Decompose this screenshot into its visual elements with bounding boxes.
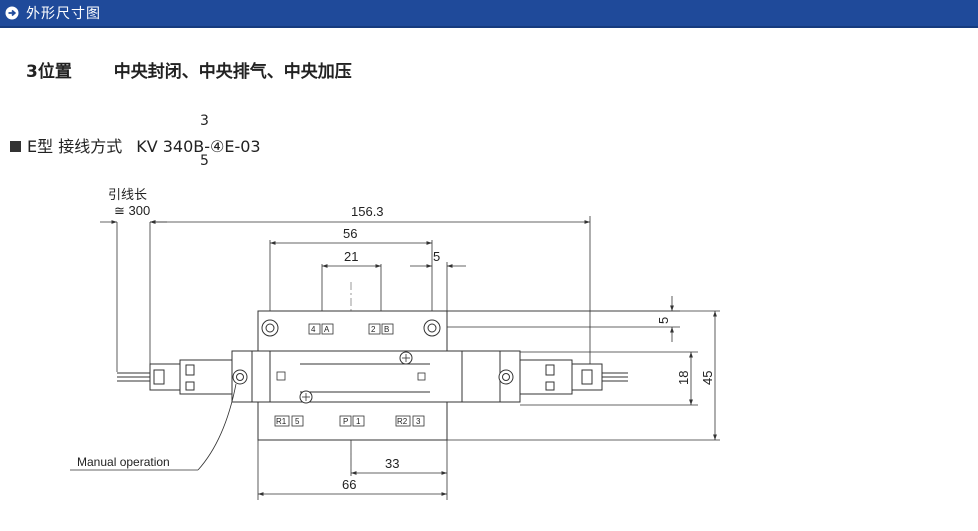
section-header: 外形尺寸图 xyxy=(0,0,978,28)
square-bullet-icon xyxy=(10,141,21,152)
lead-length-value: ≅ 300 xyxy=(114,203,150,218)
port-b-label: B xyxy=(384,325,389,334)
dim-width-21: 21 xyxy=(344,249,358,264)
model-prefix: KV xyxy=(136,137,158,156)
dim-width-66: 66 xyxy=(342,477,356,492)
port-a-number: 4 xyxy=(311,325,316,334)
port-r2-number: 3 xyxy=(416,417,421,426)
model-subscript: 5 xyxy=(200,153,209,169)
wiring-type-label: E型 接线方式 xyxy=(27,137,123,156)
dim-height-5: 5 xyxy=(656,317,671,324)
manual-operation-label: Manual operation xyxy=(77,455,170,469)
port-p-number: 1 xyxy=(356,417,361,426)
dim-height-18: 18 xyxy=(676,371,691,385)
dim-width-56: 56 xyxy=(343,226,357,241)
valve-position-title: 3位置 中央封闭、中央排气、中央加压 xyxy=(26,57,352,82)
arrow-right-circle-icon xyxy=(4,5,20,21)
port-r2-label: R2 xyxy=(397,417,408,426)
dim-overall-length: 156.3 xyxy=(351,204,384,219)
port-r1-number: 5 xyxy=(295,417,300,426)
port-r1-label: R1 xyxy=(276,417,287,426)
position-count: 3位置 xyxy=(26,62,72,82)
section-title: 外形尺寸图 xyxy=(26,6,101,22)
dim-height-45: 45 xyxy=(700,371,715,385)
lead-length-label: 引线长 xyxy=(108,187,147,202)
port-a-label: A xyxy=(324,325,330,334)
model-superscript: 3 xyxy=(200,113,209,129)
position-description: 中央封闭、中央排气、中央加压 xyxy=(113,62,352,82)
port-b-number: 2 xyxy=(371,325,376,334)
port-p-label: P xyxy=(343,417,348,426)
dim-width-5: 5 xyxy=(433,249,440,264)
wiring-type-line: E型 接线方式 KV 340B-④E-03 xyxy=(10,133,261,157)
model-code: 340B-④E-03 xyxy=(162,137,261,156)
dim-width-33: 33 xyxy=(385,456,399,471)
